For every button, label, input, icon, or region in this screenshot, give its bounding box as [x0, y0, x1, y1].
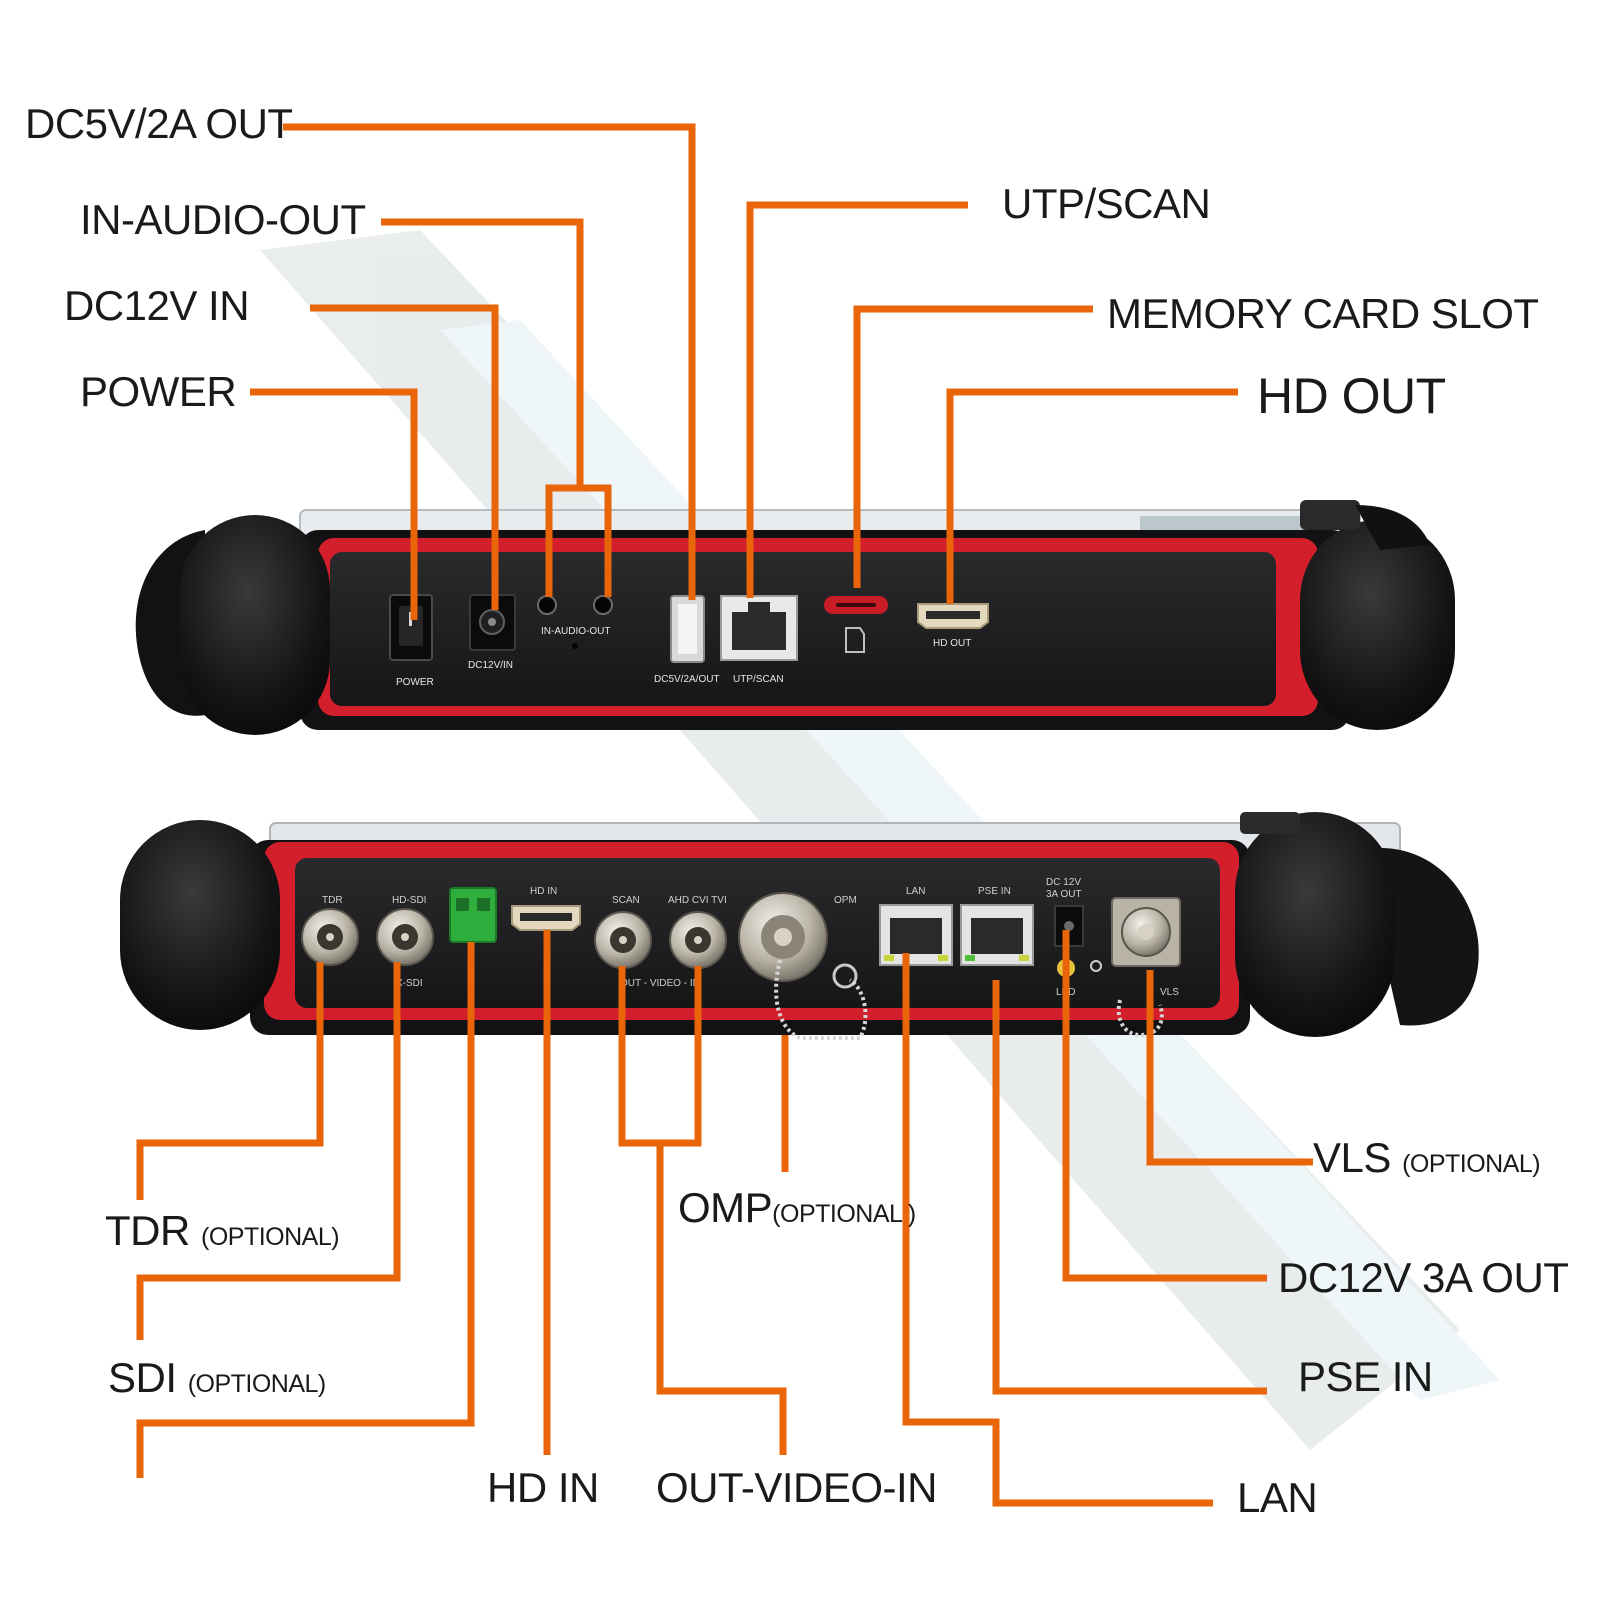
leader-pse-in [992, 980, 1267, 1395]
label-out-video-port: OUT - VIDEO - IN [620, 978, 700, 989]
callout-hd-in: HD IN [487, 1464, 599, 1511]
leader-power [250, 388, 418, 620]
callout-power: POWER [80, 368, 236, 415]
scan-bnc [594, 911, 652, 969]
leader-dc12v-3a-out [1062, 930, 1267, 1282]
leader-hd-out [946, 388, 1238, 604]
callout-pse-in: PSE IN [1298, 1353, 1433, 1400]
callout-in-audio-out: IN-AUDIO-OUT [80, 196, 366, 243]
hd-out-port [917, 603, 989, 629]
leader-lines [136, 123, 1313, 1507]
label-audio: IN-AUDIO-OUT [541, 626, 610, 637]
leader-tdr [136, 962, 324, 1200]
tdr-bnc [301, 908, 359, 966]
power-switch [389, 594, 433, 661]
utp-port [720, 595, 798, 661]
bumper-left-top [180, 515, 330, 735]
label-power: POWER [396, 677, 434, 688]
label-usb: DC5V/2A/OUT [654, 674, 720, 685]
label-hd-out: HD OUT [933, 638, 971, 649]
callout-memory-card: MEMORY CARD SLOT [1107, 290, 1539, 337]
terminal-block [449, 887, 497, 943]
leader-audio-bracket [545, 484, 612, 597]
leader-sdi [136, 962, 401, 1340]
ahd-bnc [669, 911, 727, 969]
callout-lan: LAN [1237, 1474, 1317, 1521]
bumper-right-bottom [1235, 812, 1395, 1037]
hd-sdi-bnc [376, 908, 434, 966]
memory-card-slot [824, 596, 888, 653]
label-hd-sdi-port: HD-SDI [392, 895, 426, 906]
leader-dc5v [283, 123, 696, 600]
callout-utp-scan: UTP/SCAN [1002, 180, 1210, 227]
callouts: DC5V/2A OUT IN-AUDIO-OUT DC12V IN POWER … [25, 100, 1569, 1521]
label-vls-port: VLS [1160, 987, 1179, 998]
callout-tdr: TDR (OPTIONAL) [105, 1207, 339, 1254]
leader-memory-card [853, 305, 1093, 588]
top-device: POWER DC12V/IN IN-AUDIO-OUT DC5V/2A/OUT … [135, 500, 1455, 735]
leader-vls [1146, 970, 1313, 1166]
callout-dc12v-in: DC12V IN [64, 282, 249, 329]
callout-omp: OMP(OPTIONAL ) [678, 1184, 916, 1231]
pse-in-port [960, 904, 1034, 966]
label-tdr-port: TDR [322, 895, 343, 906]
dc12v-in-jack [469, 594, 516, 651]
leader-dc12v-in [310, 304, 499, 610]
leader-lan [902, 953, 1213, 1507]
bumper-right-top [1300, 520, 1455, 730]
lan-port [879, 904, 953, 966]
label-x-sdi-port: X-SDI [396, 978, 423, 989]
callout-sdi: SDI (OPTIONAL) [108, 1354, 326, 1401]
label-utp: UTP/SCAN [733, 674, 784, 685]
label-lan-port: LAN [906, 886, 925, 897]
leader-in-audio-out [381, 218, 584, 488]
leader-out-video-in [656, 1143, 787, 1455]
label-opm-port: OPM [834, 895, 857, 906]
callout-dc5v: DC5V/2A OUT [25, 100, 293, 147]
label-ahd-port: AHD CVI TVI [668, 895, 727, 906]
top-port-panel [330, 552, 1276, 706]
bottom-device: TDR HD-SDI X-SDI HD IN SCAN AHD CVI TVI … [120, 812, 1479, 1040]
label-dc12v-in: DC12V/IN [468, 660, 513, 671]
callout-hd-out: HD OUT [1257, 368, 1446, 424]
label-dc12-line2: 3A OUT [1046, 889, 1082, 900]
label-pse-in-port: PSE IN [978, 886, 1011, 897]
leader-utp-scan [746, 201, 968, 598]
opm-connector [738, 892, 868, 1040]
audio-jacks [537, 595, 613, 649]
callout-out-video-in: OUT-VIDEO-IN [656, 1464, 937, 1511]
bumper-left-bottom [120, 820, 280, 1030]
callout-vls: VLS (OPTIONAL) [1313, 1134, 1540, 1181]
hd-in-port [511, 905, 581, 931]
label-hd-in-port: HD IN [530, 886, 557, 897]
callout-dc12v-3a-out: DC12V 3A OUT [1278, 1254, 1568, 1301]
usb-port [670, 595, 705, 663]
leader-terminal [136, 942, 475, 1478]
label-scan-port: SCAN [612, 895, 640, 906]
vls-connector [1111, 897, 1181, 1038]
label-dc12-line1: DC 12V [1046, 877, 1081, 888]
